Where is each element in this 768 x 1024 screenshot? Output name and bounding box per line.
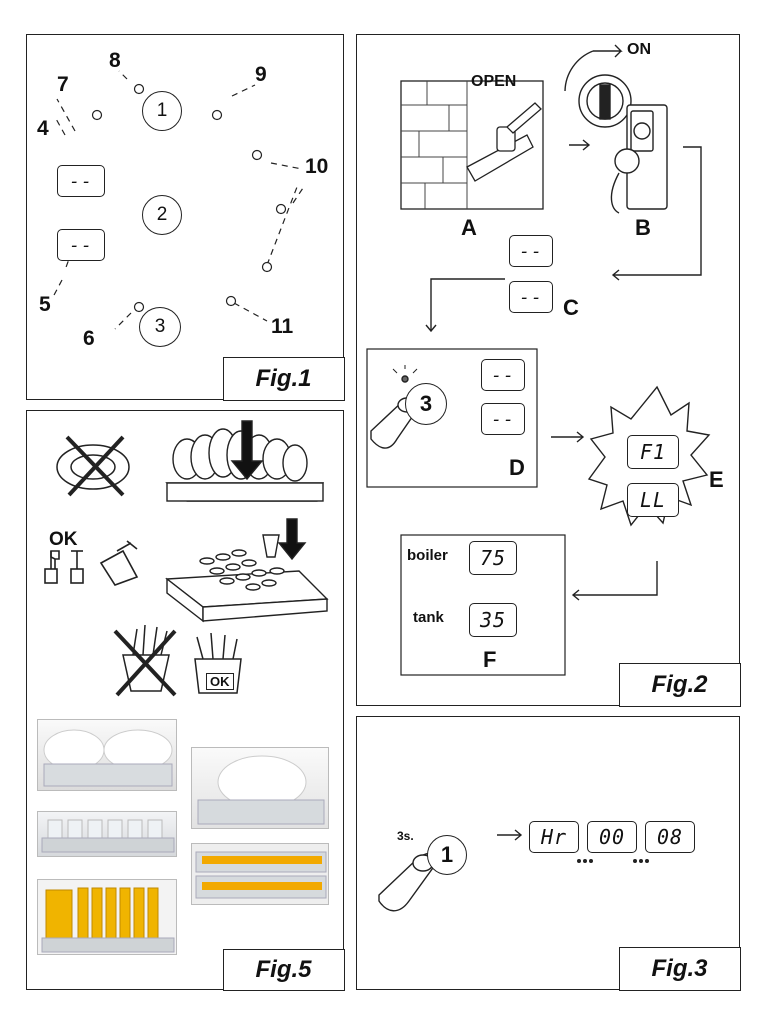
- crossed-cutlery-icon: [113, 624, 177, 697]
- step-b-label: B: [635, 215, 651, 240]
- hold-3s-label: 3s.: [397, 829, 414, 843]
- open-label: OPEN: [471, 73, 517, 90]
- step-d-label: D: [509, 455, 525, 480]
- figure-1-caption: Fig.1: [222, 356, 345, 401]
- tank-display: 35: [469, 603, 517, 637]
- figure-5-panel: OK OK: [26, 410, 345, 991]
- glass-rack-icon: [165, 518, 329, 623]
- step-c-label: C: [563, 295, 579, 320]
- boiler-display: 75: [469, 541, 517, 575]
- button-2: 2: [142, 195, 182, 235]
- button-3: 3: [139, 307, 181, 347]
- error-display-f1: F1: [627, 435, 679, 469]
- callout-9: 9: [255, 63, 267, 86]
- figure-3-caption: Fig.3: [618, 946, 741, 991]
- photo-plates-rack: [37, 719, 177, 791]
- fig5-drawings: [44, 420, 329, 697]
- callout-8: 8: [109, 49, 121, 72]
- display-d-upper: --: [481, 359, 525, 391]
- callout-7: 7: [57, 73, 69, 96]
- step-d-box: [366, 348, 538, 488]
- figure-2-caption: Fig.2: [618, 662, 741, 707]
- crossed-tray-icon: [56, 435, 130, 497]
- callout-11: 11: [271, 315, 294, 338]
- photo-cutlery-racks: [191, 843, 329, 905]
- ok-badge: OK: [206, 673, 234, 690]
- figure-5-caption: Fig.5: [222, 948, 345, 991]
- figure-1-panel: 7 8 9 4 10 5 6 11 1 2 3 -- -- Fig.1: [26, 34, 345, 401]
- step-e-label: E: [709, 467, 724, 492]
- callout-10: 10: [305, 155, 329, 178]
- display-c-lower: --: [509, 281, 553, 313]
- callout-4: 4: [37, 117, 49, 140]
- button-1: 1: [142, 91, 182, 131]
- display-hours: 00: [587, 821, 637, 853]
- on-label: ON: [627, 41, 651, 58]
- figure-3-panel: 3s. 1 Hr 00 08 Fig.3: [356, 716, 741, 991]
- plate-rack-icon: [165, 420, 324, 502]
- callout-6: 6: [83, 327, 95, 350]
- glasses-ok-icon: [44, 540, 139, 586]
- callout-5: 5: [39, 293, 51, 316]
- photo-plates-side: [191, 747, 329, 829]
- display-lower: --: [57, 229, 105, 261]
- button-1-press: 1: [427, 835, 467, 875]
- tank-label: tank: [413, 609, 444, 626]
- error-display-ll: LL: [627, 483, 679, 517]
- wall-valve-icon: [400, 80, 544, 210]
- figure-2-panel: OPEN ON A B C D E F -- -- 3 -- -- F1 LL …: [356, 34, 741, 707]
- figure-1-leader-lines: [52, 70, 306, 330]
- figure-2-drawings: [366, 44, 711, 676]
- ok-label: OK: [49, 529, 78, 550]
- photo-trays-rack: [37, 879, 177, 955]
- display-hr: Hr: [529, 821, 579, 853]
- main-switch-icon: [564, 44, 668, 214]
- step-a-label: A: [461, 215, 477, 240]
- step-f-label: F: [483, 647, 497, 672]
- display-upper: --: [57, 165, 105, 197]
- display-c-upper: --: [509, 235, 553, 267]
- boiler-label: boiler: [407, 547, 448, 564]
- photo-glass-rack: [37, 811, 177, 857]
- display-d-lower: --: [481, 403, 525, 435]
- button-3-press: 3: [405, 383, 447, 425]
- display-minutes: 08: [645, 821, 695, 853]
